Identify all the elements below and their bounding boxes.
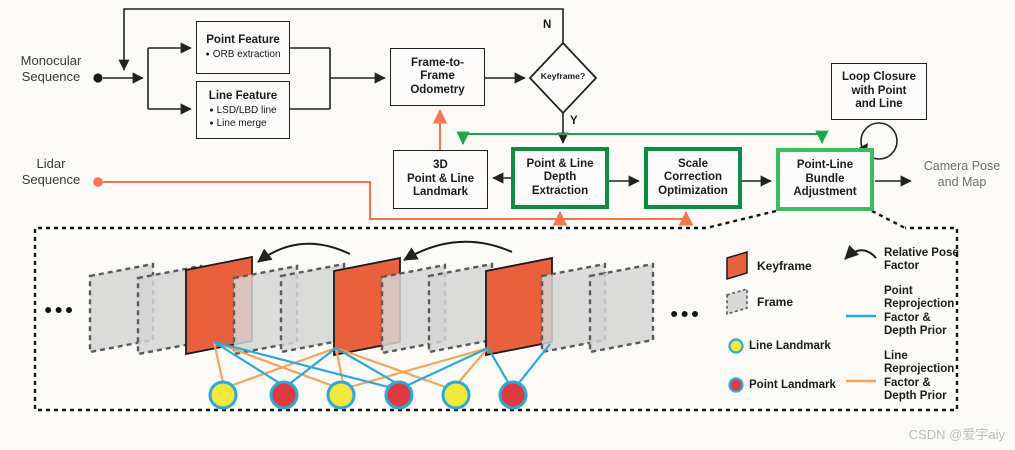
legend-relative-pose: Relative Pose Factor [884,247,959,273]
keyframe-swatch [726,250,748,281]
point-landmark-node [498,380,528,410]
loop-closure-box: Loop Closure with Point and Line [831,63,927,120]
bullet-icon: ● [205,51,210,58]
bullet-icon: ● [209,107,214,115]
ellipsis-right: ●●● [670,305,702,321]
decision-no-label: N [543,19,552,31]
expansion-right [871,209,906,230]
frame [279,262,346,354]
green-keyframe-lines [456,130,829,145]
line-landmark-swatch [728,338,744,354]
legend-keyframe-label: Keyframe [757,259,812,273]
legend-frame-label: Frame [757,295,794,309]
camera-pose-map-label: Camera Pose and Map [923,159,1001,189]
point-feature-box: Point Feature ●ORB extraction [196,21,290,74]
point-landmark-node [269,380,299,410]
legend-line-landmark-label: Line Landmark [749,340,831,352]
pose-arc-kf2-kf1 [257,242,351,263]
scale-correction-box: Scale Correction Optimization [644,147,742,209]
frame [588,262,655,354]
loop-closure-circle [860,122,898,160]
ellipsis-left: ●●● [44,301,76,317]
lidar-line-to-scale [103,180,694,226]
decision-yes-label: Y [570,115,578,127]
flow-connectors [93,8,912,187]
point-landmark-swatch [728,377,744,393]
factor-edges [212,340,551,390]
point-feature-title: Point Feature [206,33,280,46]
line-landmark-node [326,380,356,410]
line-feature-title: Line Feature [208,89,278,102]
panel-border [33,226,959,412]
line-reprojection-edges [212,340,489,390]
lidar-path [93,108,694,226]
frame-to-frame-odometry-box: Frame-to- Frame Odometry [390,48,485,106]
bullet-icon: ● [209,119,214,127]
frame [427,262,494,354]
no-feedback-line [118,8,564,71]
monocular-sequence-label: Monocular Sequence [20,53,82,84]
lidar-input-dot [93,177,103,187]
feature-merge-lines [290,47,331,110]
line-landmark-node [441,380,471,410]
frame-swatch [726,287,748,316]
frame-sequence [88,255,655,357]
line-landmark-node [208,380,238,410]
monocular-input-dot [93,73,103,83]
relative-pose-arcs [257,240,513,263]
relative-pose-swatch [844,244,877,260]
lidar-sequence-label: Lidar Sequence [21,156,81,187]
bundle-adjustment-box: Point-Line Bundle Adjustment [776,148,874,211]
legend-point-reprojection: Point Reprojection Factor & Depth Prior [884,285,955,337]
keyframe-decision-diamond [528,41,598,115]
keyframe-decision-label: Keyframe? [540,71,586,81]
panel-outline [33,209,959,412]
legend-point-landmark-label: Point Landmark [749,379,836,391]
landmark-nodes [208,380,528,410]
pose-arc-kf3-kf2 [403,240,513,261]
line-feature-box: Line Feature ●LSD/LBD line ●Line merge [196,81,290,139]
3d-landmark-box: 3D Point & Line Landmark [393,150,488,209]
expansion-left [705,209,777,230]
point-reprojection-edges [213,340,551,390]
legend-line-reprojection: Line Reprojection Factor & Depth Prior [884,350,955,402]
watermark: CSDN @爱宇aiy [908,427,1005,442]
point-landmark-node [384,380,414,410]
depth-extraction-box: Point & Line Depth Extraction [511,147,609,209]
legend-swatches [726,244,877,393]
